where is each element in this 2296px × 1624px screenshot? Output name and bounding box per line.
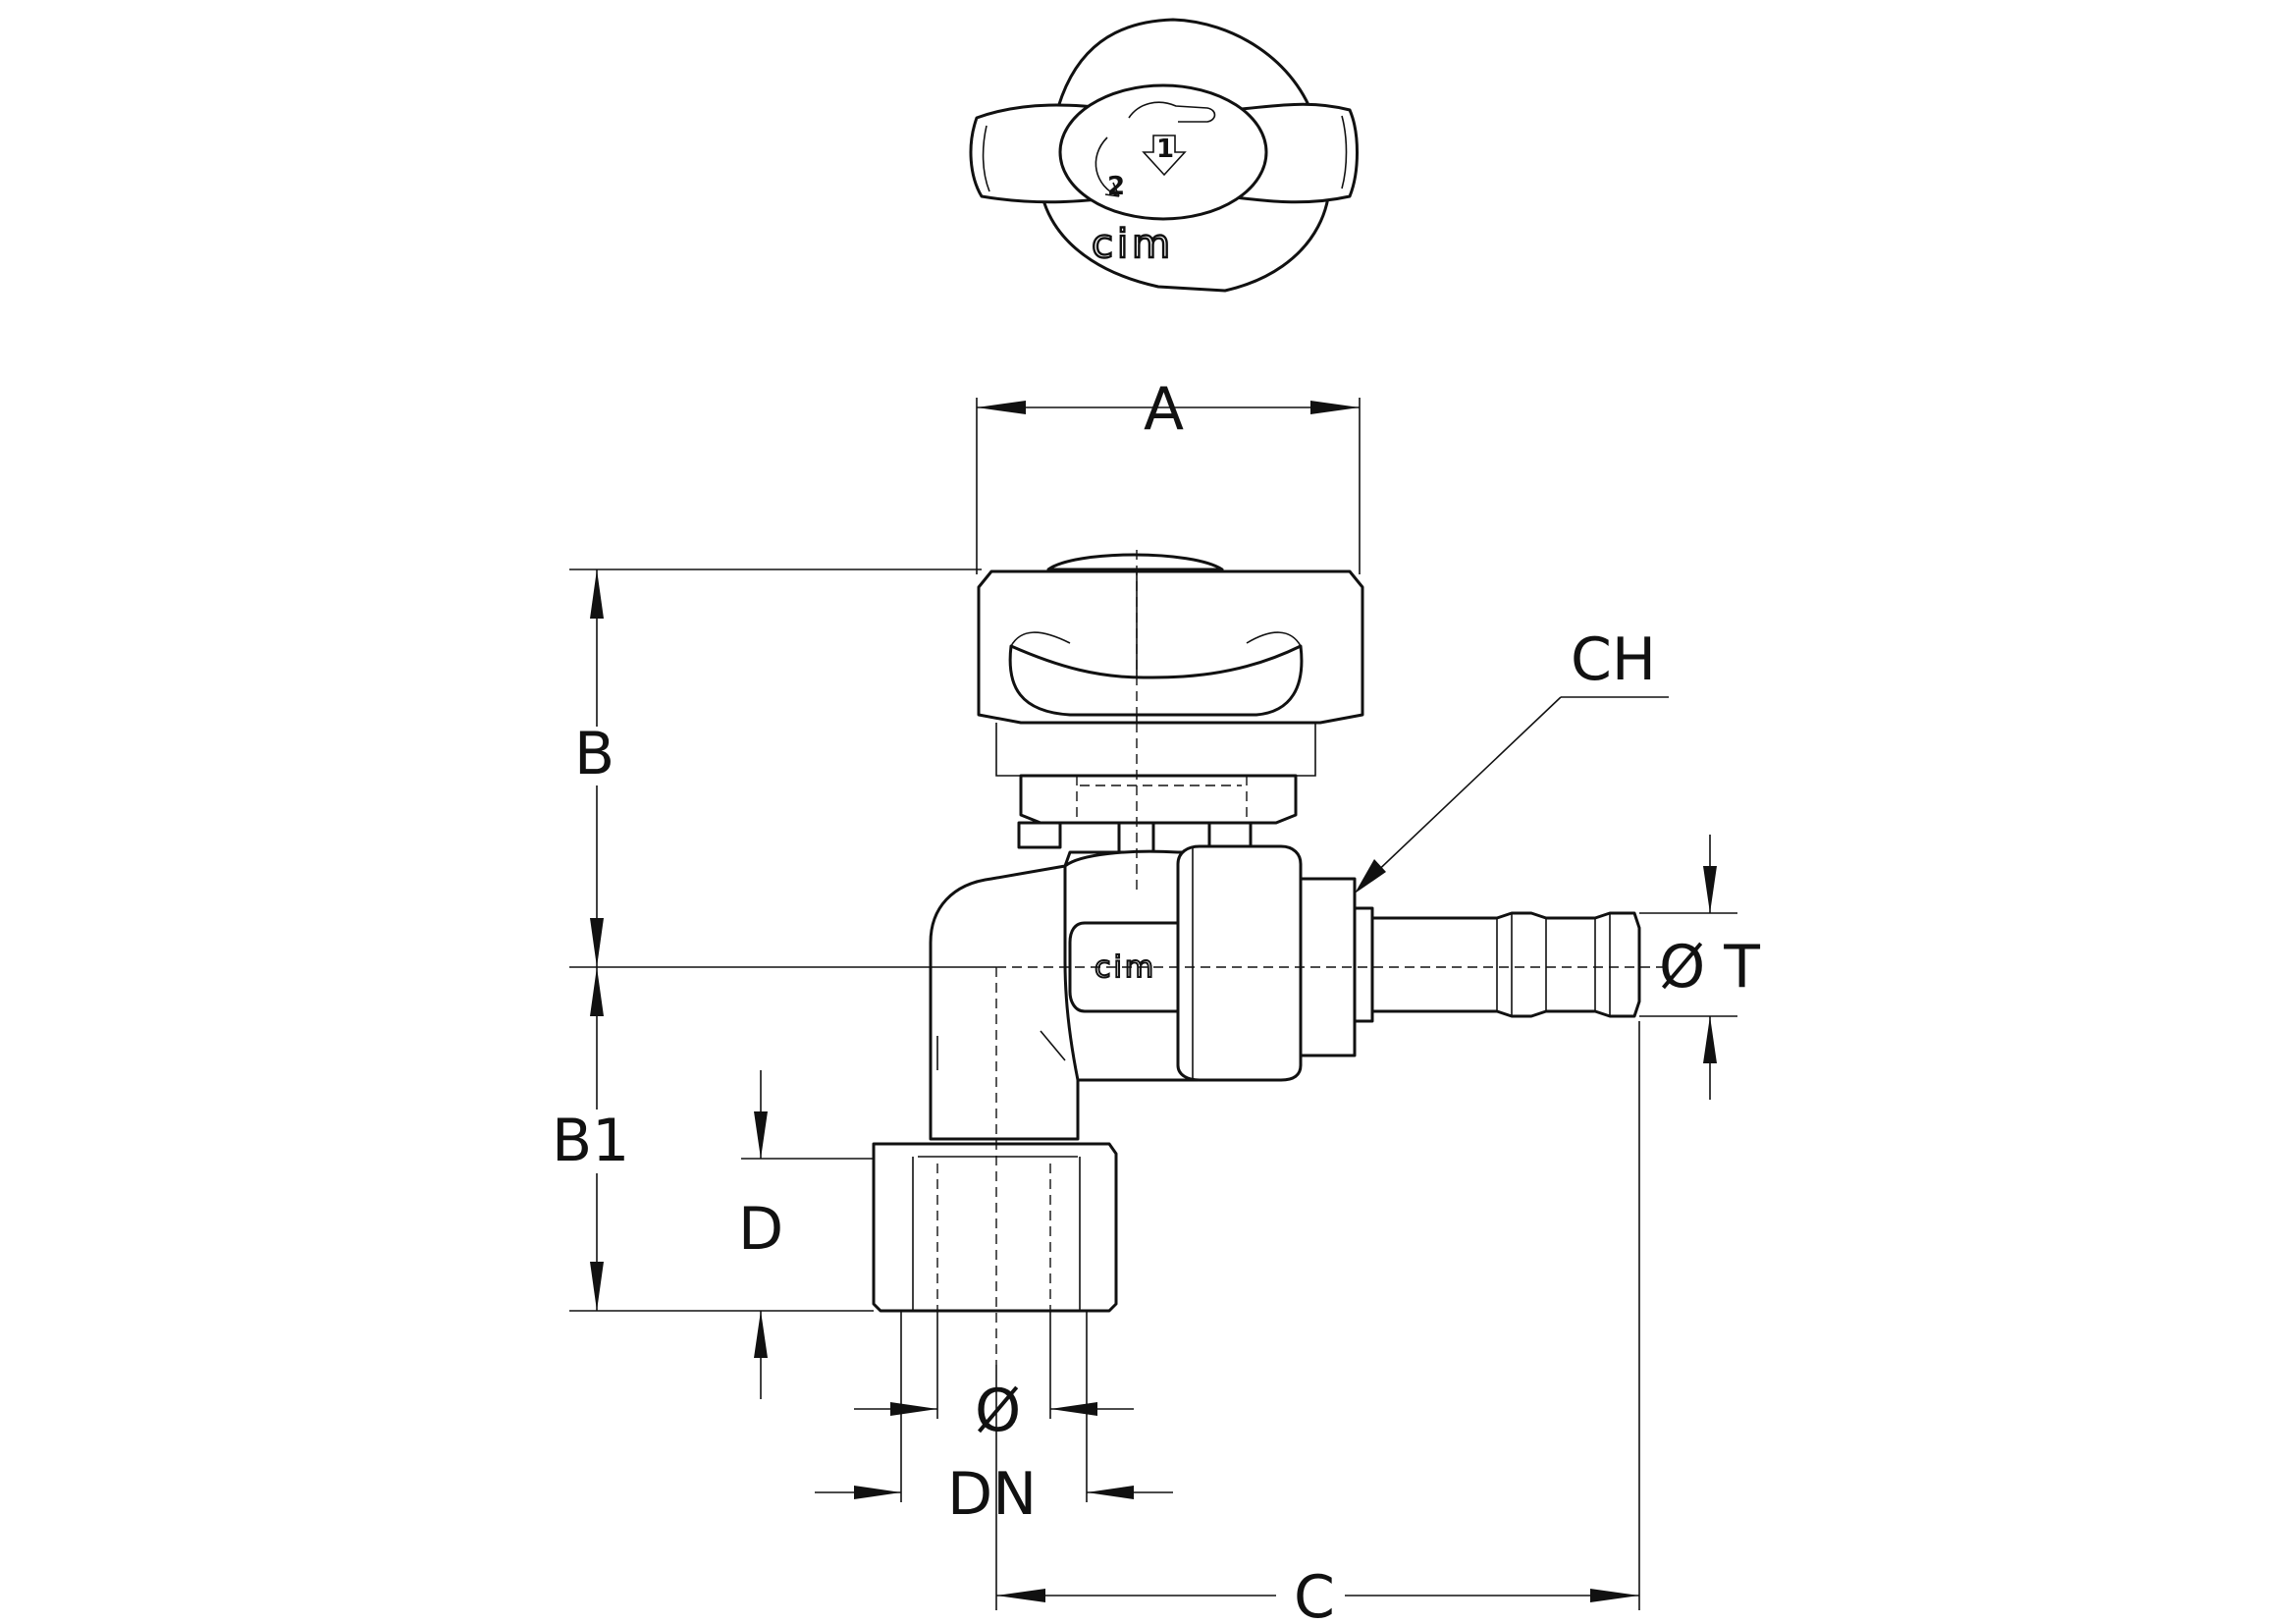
handle-step-1-label: 1 [1156,135,1174,164]
dim-diameter-t-label: Ø T [1659,933,1760,1001]
bonnet-nut-left [1017,821,1062,849]
body-cut-mark [1040,1030,1066,1061]
dim-b-label: B [574,720,614,788]
dim-c-label: C [1294,1563,1335,1624]
hose-tail [1370,911,1641,1018]
dim-b1-label: B1 [552,1107,629,1175]
dim-b-arrow-top [590,569,604,619]
valve-side-view: cim [872,550,1669,1365]
union-hex-nut [1176,844,1303,1082]
handle-wing-inner-line [982,115,1348,192]
dim-dn-arrow-left [854,1486,901,1499]
handle-step-2-label: 2 [1107,172,1125,201]
dim-a-label: A [1144,375,1184,444]
dim-b1-arrow-top [590,967,604,1016]
rotate-arrow-icon [1095,136,1120,197]
dim-ch-leader [1368,696,1562,880]
dim-a-arrow-left [977,401,1026,414]
dim-b-arrow-bottom [590,918,604,967]
handle-brand-logo: cim [1092,222,1174,267]
push-arrow-icon [1142,135,1187,177]
dim-ch-label: CH [1571,625,1656,694]
dim-c-arrow-right [1590,1589,1639,1602]
handle-wing-rim [1010,631,1302,647]
dim-c-arrow-left [996,1589,1045,1602]
handle-top-cap [1046,553,1224,571]
dim-d-label: D [738,1195,783,1264]
dimension-lines: A B B1 D Ø DN [552,375,1760,1624]
dim-ch-arrow [1355,859,1386,893]
female-thread-socket [872,1142,1118,1313]
dim-d-arrow-top [754,1111,768,1159]
union-flange [1353,906,1374,1023]
handle-lower-band [995,723,1316,777]
dim-diameter-label: Ø [975,1377,1021,1445]
dim-b1-arrow-bottom [590,1262,604,1311]
dim-a-arrow-right [1310,401,1360,414]
dim-d-arrow-bottom [754,1311,768,1358]
dim-dn-label: DN [947,1460,1037,1529]
dim-dia-arrow-right [1050,1402,1097,1416]
dim-dia-arrow-left [890,1402,937,1416]
hand-push-icon [1128,101,1216,123]
dim-dn-arrow-right [1087,1486,1134,1499]
valve-bonnet [1019,774,1298,825]
handle-top-view: 1 2 cim [969,18,1359,293]
dim-t-arrow-top [1703,866,1717,913]
bonnet-nut-right [1207,821,1253,849]
handle-center-emblem [1058,83,1268,221]
dim-t-arrow-bottom [1703,1016,1717,1063]
